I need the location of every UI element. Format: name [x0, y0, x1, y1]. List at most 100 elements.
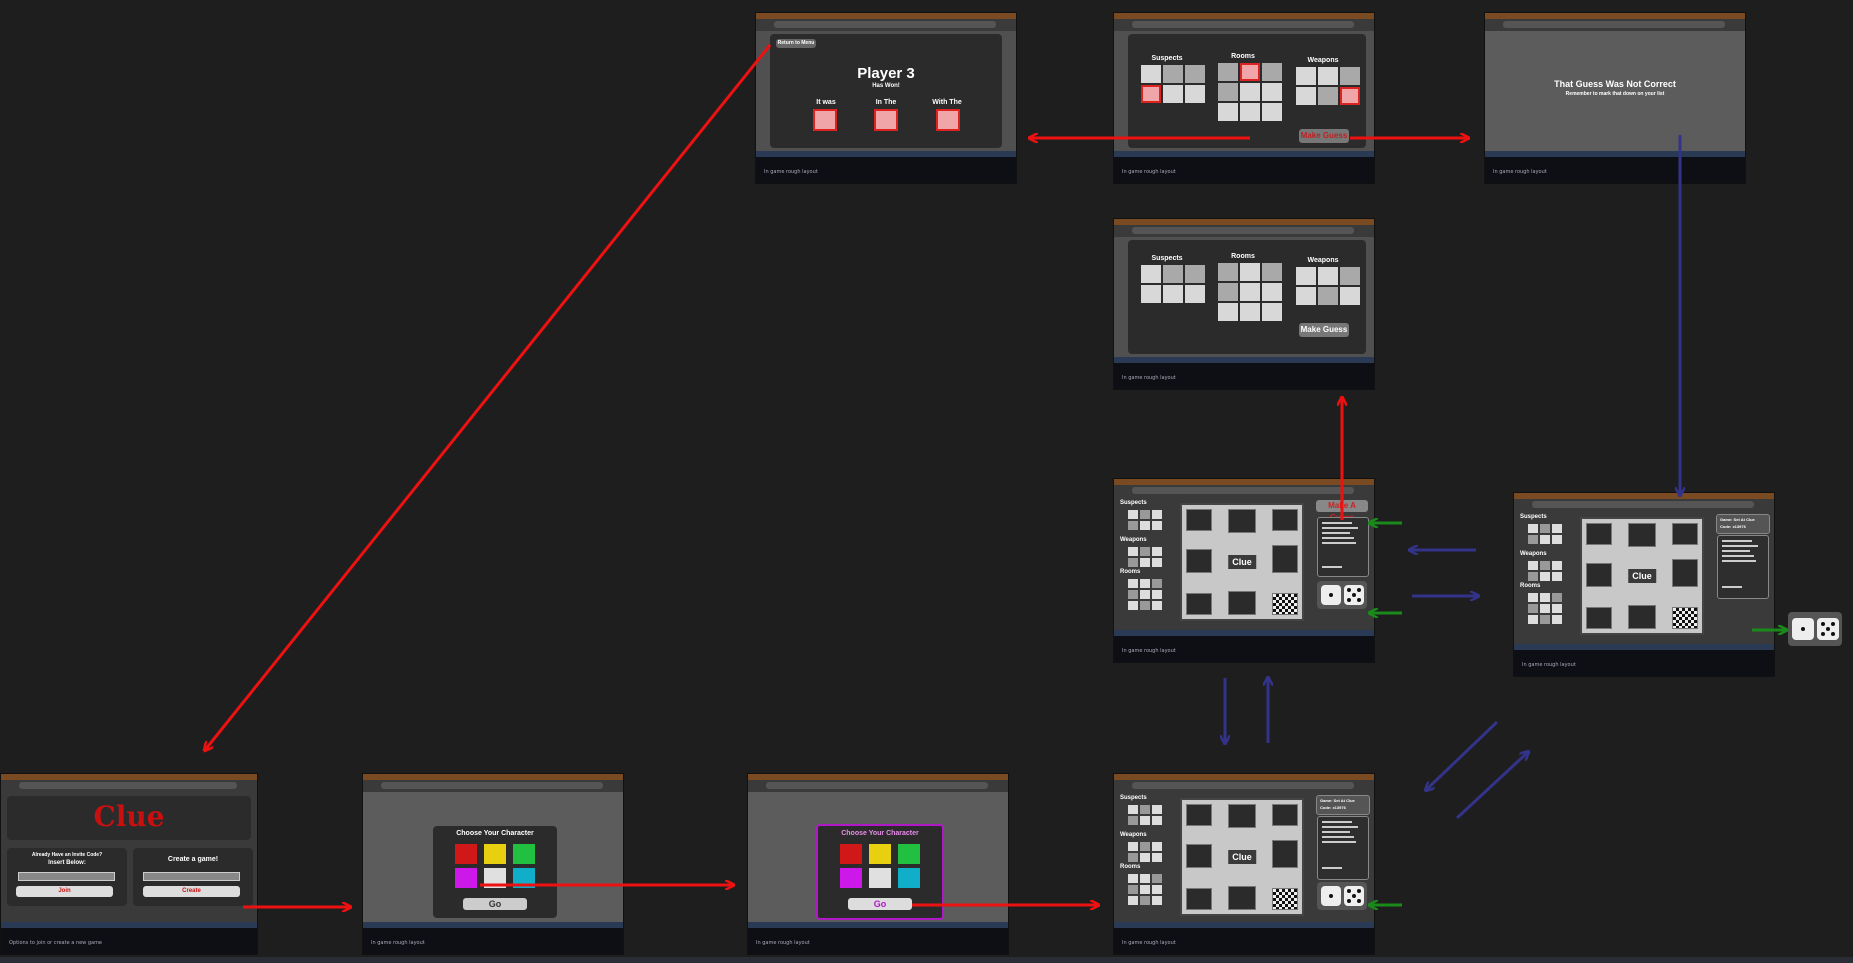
suspect-card[interactable] — [1163, 265, 1183, 283]
weapon-card[interactable] — [1318, 287, 1338, 305]
suspect-card-selected[interactable] — [1141, 85, 1161, 103]
room-card[interactable] — [1240, 103, 1260, 121]
frame-caption: In game rough layout — [1122, 375, 1176, 381]
dice-4-icon[interactable] — [1344, 886, 1364, 906]
game-name-input[interactable] — [143, 872, 240, 881]
character-teal[interactable] — [898, 868, 920, 888]
room-card[interactable] — [1218, 83, 1238, 101]
suspect-card[interactable] — [1141, 65, 1161, 83]
dice-4-icon[interactable] — [1817, 618, 1839, 640]
character-yellow[interactable] — [869, 844, 891, 864]
game-log-panel — [1317, 517, 1369, 577]
frame-win-screen: Return to Menu Player 3 Has Won! It was … — [755, 12, 1017, 184]
room-card[interactable] — [1262, 63, 1282, 81]
not-correct-title: That Guess Was Not Correct — [1554, 79, 1676, 89]
winner-player-label: Player 3 — [857, 65, 915, 82]
room-card[interactable] — [1218, 283, 1238, 301]
rooms-heading: Rooms — [1231, 253, 1255, 260]
room-card[interactable] — [1240, 263, 1260, 281]
join-button[interactable]: Join — [16, 886, 113, 897]
suspect-card[interactable] — [1185, 285, 1205, 303]
game-right-viewport: Suspects Weapons Rooms Clue Ga — [1514, 511, 1774, 644]
frame-guess-selected: Suspects Rooms Weapons Make Guess — [1113, 12, 1375, 184]
arrow-waiting-to-start — [1426, 720, 1499, 790]
character-red[interactable] — [840, 844, 862, 864]
suspects-heading: Suspects — [1151, 255, 1183, 262]
room-card[interactable] — [1218, 103, 1238, 121]
character-white[interactable] — [484, 868, 506, 888]
return-to-menu-button[interactable]: Return to Menu — [776, 39, 816, 48]
room-card[interactable] — [1262, 83, 1282, 101]
dice-1-icon[interactable] — [1321, 585, 1341, 605]
dice-1-icon[interactable] — [1792, 618, 1814, 640]
room-card[interactable] — [1240, 83, 1260, 101]
character-green[interactable] — [513, 844, 535, 864]
suspect-card[interactable] — [1185, 265, 1205, 283]
board-logo: Clue — [1628, 569, 1656, 583]
game-board[interactable]: Clue — [1580, 517, 1704, 635]
character-teal[interactable] — [513, 868, 535, 888]
room-card-selected[interactable] — [1240, 63, 1260, 81]
character-yellow[interactable] — [484, 844, 506, 864]
choose-character-dialog: Choose Your Character Go — [433, 826, 557, 918]
room-card[interactable] — [1218, 63, 1238, 81]
room-card[interactable] — [1240, 303, 1260, 321]
weapon-card[interactable] — [1340, 267, 1360, 285]
dice-4-icon[interactable] — [1344, 585, 1364, 605]
character-green[interactable] — [898, 844, 920, 864]
room-card[interactable] — [1262, 283, 1282, 301]
frame-caption: In game rough layout — [1493, 169, 1547, 175]
win-viewport: Return to Menu Player 3 Has Won! It was … — [756, 31, 1016, 151]
suspect-card[interactable] — [1185, 65, 1205, 83]
room-card[interactable] — [1240, 283, 1260, 301]
room-card[interactable] — [1262, 103, 1282, 121]
weapon-card[interactable] — [1296, 267, 1316, 285]
answer-weapon-card — [936, 109, 960, 131]
frame-guess-not-correct: That Guess Was Not Correct Remember to m… — [1484, 12, 1746, 184]
go-button[interactable]: Go — [848, 898, 912, 910]
frame-choose-character-selected: Choose Your Character Go In game rough l… — [747, 773, 1009, 955]
game-log-panel — [1317, 816, 1369, 880]
frame-caption: In game rough layout — [1122, 940, 1176, 946]
guess-empty-viewport: Suspects Rooms Weapons Make Guess — [1114, 237, 1374, 357]
weapon-card-selected[interactable] — [1340, 87, 1360, 105]
room-card[interactable] — [1218, 263, 1238, 281]
game-guess-viewport: Suspects Weapons Rooms Clue Make A Gues — [1114, 497, 1374, 630]
suspect-card[interactable] — [1163, 65, 1183, 83]
weapon-card[interactable] — [1296, 67, 1316, 85]
weapon-card[interactable] — [1296, 87, 1316, 105]
guess-selected-viewport: Suspects Rooms Weapons Make Guess — [1114, 31, 1374, 151]
choose-character-title: Choose Your Character — [456, 830, 534, 837]
suspect-card[interactable] — [1185, 85, 1205, 103]
dice-1-icon[interactable] — [1321, 886, 1341, 906]
weapon-card[interactable] — [1340, 67, 1360, 85]
weapon-card[interactable] — [1318, 67, 1338, 85]
create-button[interactable]: Create — [143, 886, 240, 897]
make-guess-button[interactable]: Make Guess — [1299, 323, 1349, 337]
frame-caption: In game rough layout — [1122, 169, 1176, 175]
character-red[interactable] — [455, 844, 477, 864]
character-purple[interactable] — [455, 868, 477, 888]
weapon-card[interactable] — [1318, 87, 1338, 105]
character-white[interactable] — [869, 868, 891, 888]
weapon-card[interactable] — [1340, 287, 1360, 305]
rooms-heading: Rooms — [1120, 569, 1141, 575]
room-card[interactable] — [1262, 303, 1282, 321]
invite-code-input[interactable] — [18, 872, 115, 881]
suspect-card[interactable] — [1141, 285, 1161, 303]
room-card[interactable] — [1218, 303, 1238, 321]
go-button[interactable]: Go — [463, 898, 527, 910]
suspect-card[interactable] — [1141, 265, 1161, 283]
character-purple[interactable] — [840, 868, 862, 888]
game-board[interactable]: Clue — [1180, 798, 1304, 916]
room-card[interactable] — [1262, 263, 1282, 281]
weapon-card[interactable] — [1318, 267, 1338, 285]
make-guess-button[interactable]: Make Guess — [1299, 129, 1349, 143]
suspect-card[interactable] — [1163, 85, 1183, 103]
suspect-card[interactable] — [1163, 285, 1183, 303]
game-board[interactable]: Clue — [1180, 503, 1304, 621]
weapon-card[interactable] — [1296, 287, 1316, 305]
rooms-heading: Rooms — [1120, 864, 1141, 870]
frame-game-make-guess: Suspects Weapons Rooms Clue Make A Gues — [1113, 478, 1375, 663]
